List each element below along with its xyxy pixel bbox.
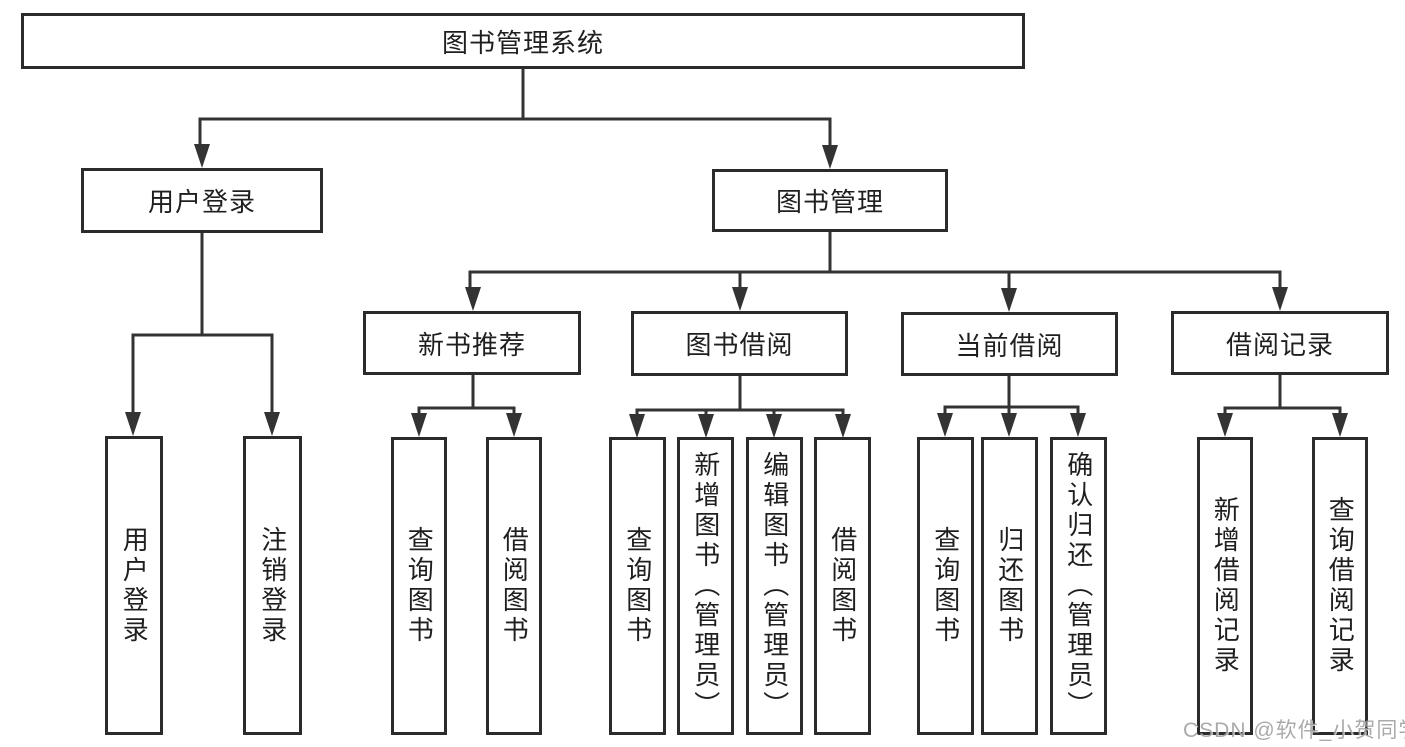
leaf-add-borrow-record: 新增借阅记录 bbox=[1197, 437, 1253, 735]
leaf-recommend-borrow-books: 借阅图书 bbox=[486, 437, 542, 735]
leaf-logout: 注销登录 bbox=[243, 436, 302, 735]
leaf-borrowing-query-books: 查询图书 bbox=[609, 437, 666, 735]
node-borrowing-records: 借阅记录 bbox=[1171, 311, 1389, 375]
arrowhead-icons bbox=[125, 144, 1348, 438]
node-book-borrowing: 图书借阅 bbox=[631, 311, 848, 376]
leaf-query-borrow-record: 查询借阅记录 bbox=[1312, 437, 1368, 735]
leaf-add-books-admin: 新增图书（管理员） bbox=[677, 437, 734, 735]
node-user-login: 用户登录 bbox=[81, 168, 323, 233]
node-book-management: 图书管理 bbox=[712, 169, 948, 232]
leaf-user-login: 用户登录 bbox=[105, 436, 163, 735]
node-new-book-recommendation: 新书推荐 bbox=[363, 311, 581, 375]
node-current-borrowing: 当前借阅 bbox=[901, 312, 1118, 376]
node-library-system: 图书管理系统 bbox=[21, 13, 1025, 69]
csdn-watermark: CSDN @软件_小贺同学 bbox=[1183, 719, 1405, 742]
leaf-recommend-query-books: 查询图书 bbox=[391, 437, 447, 735]
leaf-confirm-return-admin: 确认归还（管理员） bbox=[1050, 437, 1107, 735]
leaf-return-books: 归还图书 bbox=[981, 437, 1038, 735]
leaf-current-query-books: 查询图书 bbox=[917, 437, 974, 735]
leaf-borrowing-borrow-books: 借阅图书 bbox=[814, 437, 871, 735]
leaf-edit-books-admin: 编辑图书（管理员） bbox=[746, 437, 803, 735]
